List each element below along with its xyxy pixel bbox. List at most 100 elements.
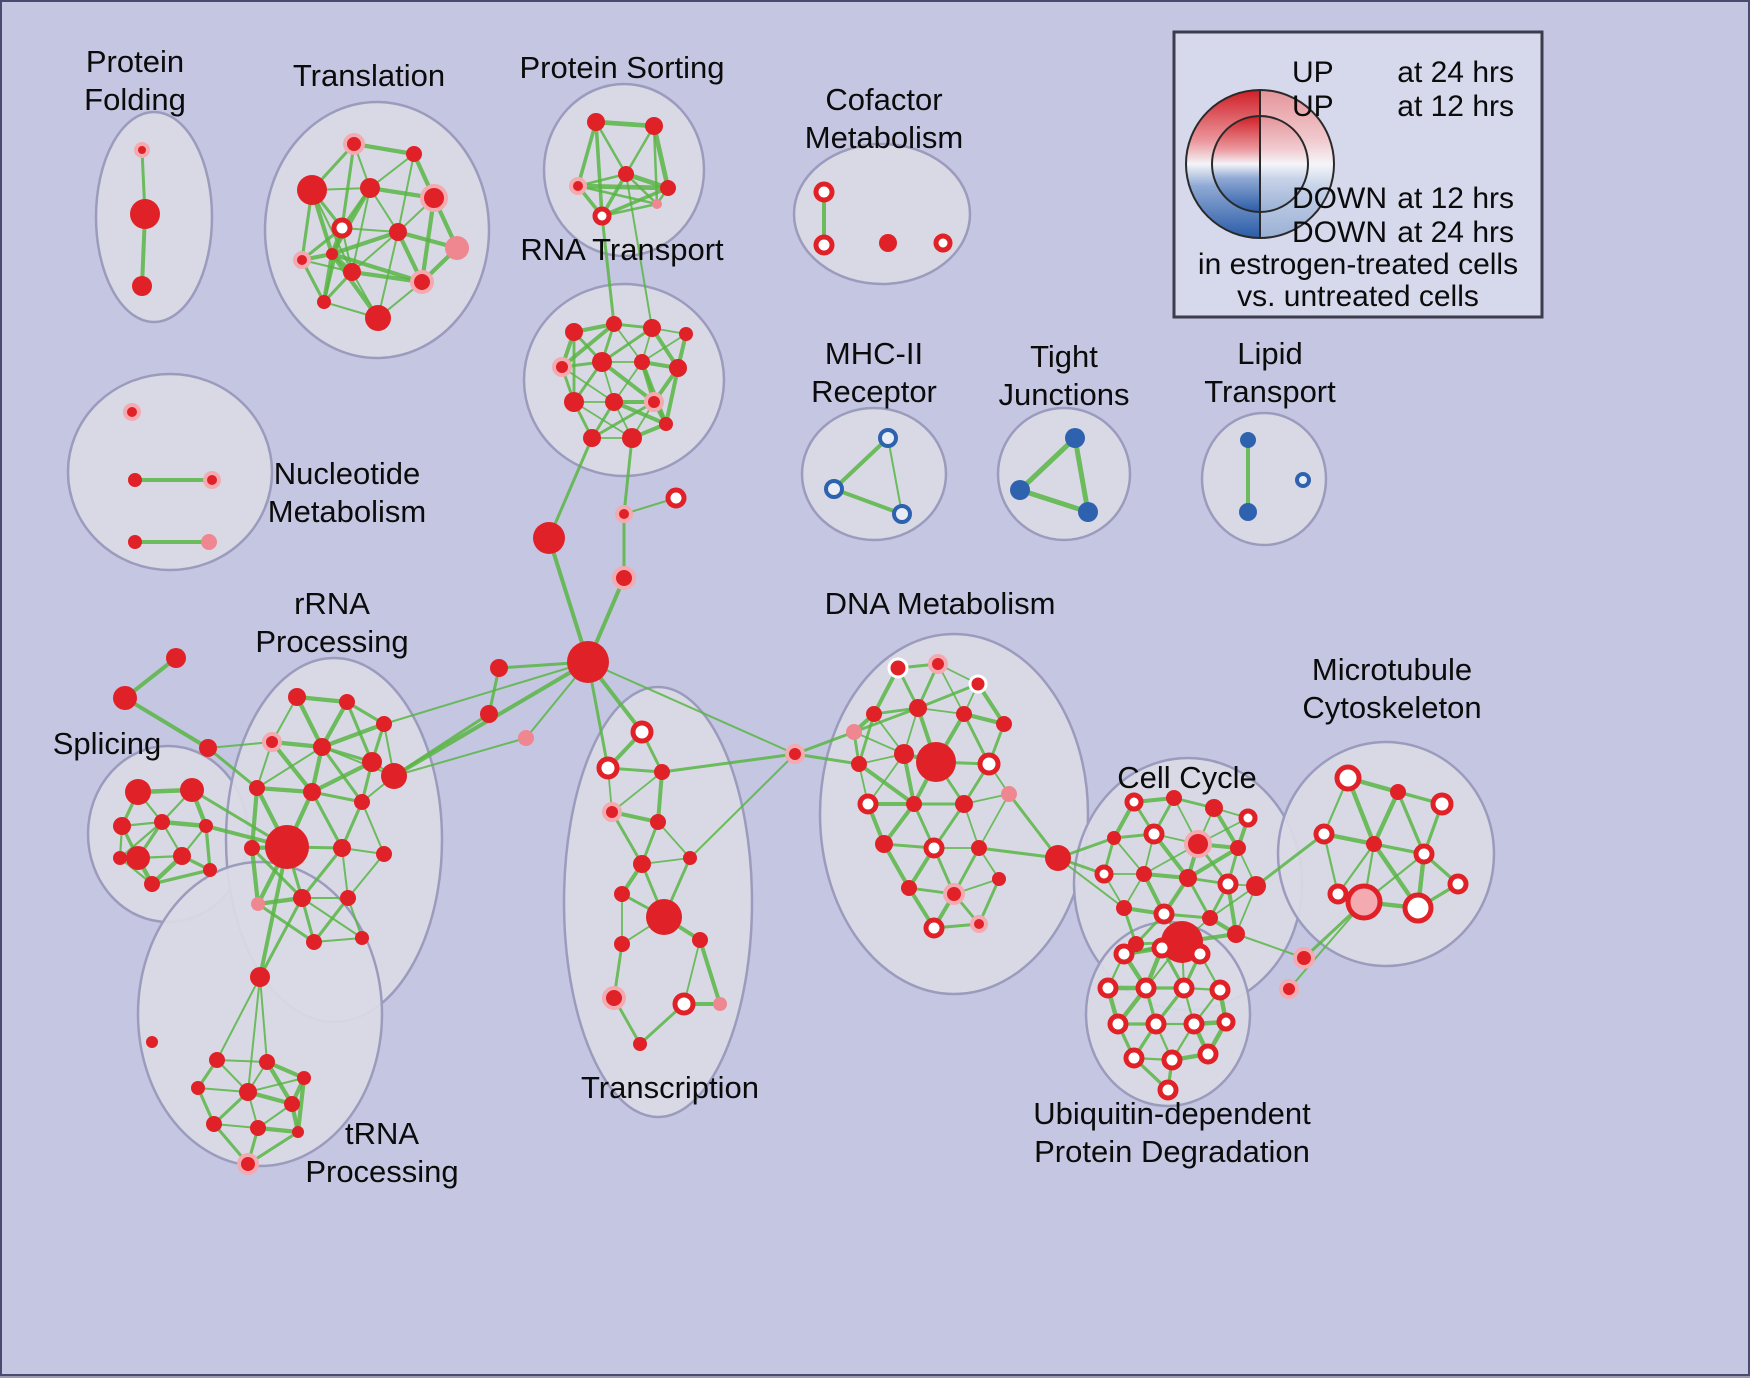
gene-node: [1205, 799, 1223, 817]
gene-node: [615, 505, 633, 523]
edge: [311, 760, 373, 794]
edge: [698, 939, 722, 1005]
edge: [312, 897, 350, 943]
gene-node: [406, 146, 422, 162]
gene-node: [128, 473, 142, 487]
gene-node: [154, 814, 170, 830]
legend-down-12-time: at 12 hrs: [1397, 182, 1514, 215]
gene-node: [250, 967, 270, 987]
gene-node: [113, 817, 131, 835]
edge: [832, 436, 890, 491]
edge: [204, 825, 212, 871]
gene-node: [614, 886, 630, 902]
gene-node: [1166, 790, 1182, 806]
edge: [625, 173, 653, 329]
edge: [216, 976, 261, 1061]
gene-node: [1197, 1043, 1219, 1065]
edge: [340, 143, 356, 229]
edge: [1018, 436, 1077, 492]
gene-node: [303, 783, 321, 801]
edge: [641, 333, 687, 363]
gene-node: [1327, 883, 1349, 905]
edge: [259, 976, 268, 1063]
gene-node: [901, 880, 917, 896]
cluster-label: Translation: [293, 58, 445, 93]
gene-node: [643, 319, 661, 337]
gene-node: [654, 764, 670, 780]
gene-node: [813, 234, 835, 256]
gene-node: [1001, 786, 1017, 802]
gene-node: [1345, 883, 1383, 921]
gene-node: [1107, 831, 1121, 845]
gene-node: [1107, 1013, 1129, 1035]
gene-node: [923, 837, 945, 859]
gene-node: [1143, 823, 1165, 845]
edge: [313, 937, 363, 943]
edge: [320, 746, 364, 803]
edge: [547, 437, 594, 539]
edge: [295, 1077, 307, 1133]
gene-node: [362, 752, 382, 772]
gene-node: [1230, 840, 1246, 856]
gene-node: [113, 686, 137, 710]
edge: [1186, 846, 1240, 880]
gene-node: [130, 199, 160, 229]
gene-node: [633, 855, 651, 873]
gene-node: [326, 248, 338, 260]
gene-node: [1078, 502, 1098, 522]
edge: [247, 1077, 305, 1093]
edge: [258, 897, 304, 978]
gene-node: [851, 756, 867, 772]
edge: [310, 791, 344, 849]
edge: [833, 487, 903, 516]
edge: [611, 771, 663, 813]
edge: [1288, 901, 1365, 990]
gene-node: [144, 876, 160, 892]
gene-node: [1184, 830, 1212, 858]
gene-node: [824, 479, 844, 499]
gene-node: [199, 819, 213, 833]
gene-node: [602, 986, 626, 1010]
gene-node: [249, 780, 265, 796]
edge: [689, 753, 796, 859]
gene-node: [846, 724, 862, 740]
legend-up-24-time: at 24 hrs: [1397, 56, 1514, 89]
edge: [249, 847, 261, 905]
gene-node: [660, 180, 676, 196]
edge: [794, 730, 855, 756]
gene-node: [203, 863, 217, 877]
gene-node: [592, 206, 612, 226]
gene-node: [180, 778, 204, 802]
gene-node: [128, 535, 142, 549]
gene-node: [644, 392, 664, 412]
cluster-nucleotide-metabolism: [66, 372, 274, 572]
gene-node: [480, 705, 498, 723]
gene-node: [199, 739, 217, 757]
edge: [1372, 791, 1400, 845]
gene-node: [1202, 910, 1218, 926]
gene-node: [126, 846, 150, 870]
edge: [613, 400, 667, 426]
gene-node: [1413, 843, 1435, 865]
gene-node: [1402, 892, 1434, 924]
gene-node: [1136, 866, 1152, 882]
edge: [331, 230, 399, 256]
gene-node: [892, 504, 912, 524]
gene-node: [209, 1052, 225, 1068]
cluster-label: Transcription: [581, 1070, 759, 1105]
gene-node: [602, 802, 622, 822]
gene-node: [1279, 979, 1299, 999]
edge: [256, 746, 323, 789]
gene-node: [645, 117, 663, 135]
gene-node: [970, 915, 988, 933]
edge: [119, 821, 163, 859]
edge: [330, 252, 380, 320]
gene-node: [1173, 977, 1195, 999]
edge: [1007, 793, 1060, 859]
gene-node: [244, 840, 260, 856]
gene-node: [331, 217, 353, 239]
